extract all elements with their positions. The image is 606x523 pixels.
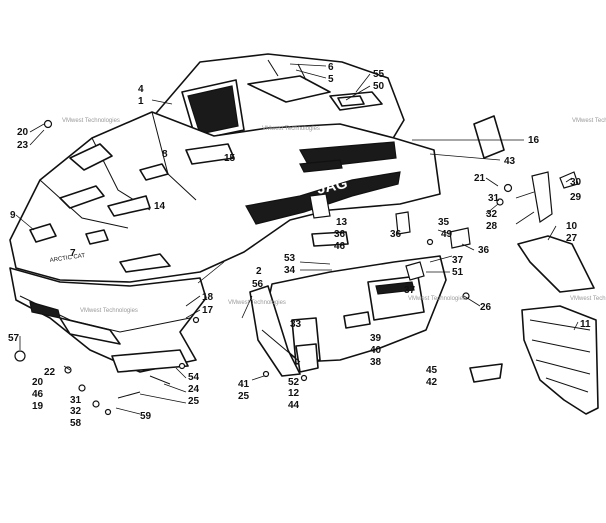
callout-28: 28 xyxy=(486,221,498,232)
callout-45: 45 xyxy=(426,365,438,376)
callout-31b: 31 xyxy=(70,395,82,406)
belly-pan-assembly xyxy=(9,267,207,373)
callout-50: 50 xyxy=(373,81,385,92)
dash-console-assembly xyxy=(151,53,405,143)
callout-2: 2 xyxy=(256,266,262,277)
callout-36c: 36 xyxy=(478,245,490,256)
callout-36: 36 xyxy=(334,229,346,240)
callout-32: 32 xyxy=(486,209,498,220)
callout-25b: 25 xyxy=(188,396,200,407)
callout-1: 1 xyxy=(138,96,144,107)
callout-12: 12 xyxy=(288,388,300,399)
callout-31: 31 xyxy=(488,193,500,204)
callout-58: 58 xyxy=(70,418,82,429)
callout-41: 41 xyxy=(238,379,250,390)
callout-59: 59 xyxy=(140,411,152,422)
callout-38: 38 xyxy=(370,357,382,368)
callout-54: 54 xyxy=(188,372,200,383)
callout-17: 17 xyxy=(202,305,214,316)
callout-11: 11 xyxy=(580,319,591,330)
callout-34: 34 xyxy=(284,265,296,276)
callout-35: 35 xyxy=(438,217,450,228)
callout-37: 37 xyxy=(452,255,464,266)
hood-shell: JAG ARCTIC CAT xyxy=(9,111,441,283)
callout-21: 21 xyxy=(474,173,486,184)
callout-14: 14 xyxy=(154,201,166,212)
callout-37b: 37 xyxy=(404,285,416,296)
callout-46: 46 xyxy=(334,241,346,252)
reflector-16 xyxy=(473,115,505,159)
callout-6: 6 xyxy=(328,62,334,73)
callout-24: 24 xyxy=(188,384,200,395)
watermarks: VMwest Technologies VMwest Technologies … xyxy=(62,118,606,314)
callout-19: 19 xyxy=(32,401,44,412)
watermark-text: VMwest Technologies xyxy=(570,296,606,302)
callout-32b: 32 xyxy=(70,406,82,417)
callout-30: 30 xyxy=(570,177,582,188)
callout-9: 9 xyxy=(10,210,16,221)
callout-20b: 20 xyxy=(32,377,44,388)
watermark-text: VMwest Technologies xyxy=(572,118,606,124)
callout-42: 42 xyxy=(426,377,438,388)
hood-logo-decal: JAG xyxy=(315,175,349,198)
flap-11 xyxy=(521,305,599,415)
callout-10: 10 xyxy=(566,221,578,232)
handle-27 xyxy=(517,235,595,293)
callout-57: 57 xyxy=(8,333,20,344)
loose-parts xyxy=(14,115,599,416)
callout-25: 25 xyxy=(238,391,250,402)
callout-16: 16 xyxy=(528,135,540,146)
front-badge-decal: ARCTIC CAT xyxy=(49,253,85,264)
leader-lines xyxy=(15,63,579,415)
callout-51: 51 xyxy=(452,267,464,278)
watermark-text: VMwest Technologies xyxy=(80,308,138,314)
callout-52: 52 xyxy=(288,377,300,388)
side-panel-assembly xyxy=(249,231,503,383)
callout-5: 5 xyxy=(328,74,334,85)
callout-29: 29 xyxy=(570,192,582,203)
callout-49: 49 xyxy=(441,229,453,240)
callout-18: 18 xyxy=(202,292,214,303)
callout-23: 23 xyxy=(17,140,29,151)
callout-55: 55 xyxy=(373,69,385,80)
callout-labels: 4 1 6 5 55 50 20 23 16 8 15 43 21 30 31 … xyxy=(8,62,591,429)
callout-40: 40 xyxy=(370,345,382,356)
callout-26: 26 xyxy=(480,302,492,313)
callout-56: 56 xyxy=(252,279,264,290)
callout-53: 53 xyxy=(284,253,296,264)
callout-7: 7 xyxy=(70,248,76,259)
watermark-text: VMwest Technologies xyxy=(408,296,466,302)
watermark-text: VMwest Technologies xyxy=(62,118,120,124)
callout-15: 15 xyxy=(224,153,236,164)
callout-20: 20 xyxy=(17,127,29,138)
callout-33: 33 xyxy=(290,319,302,330)
latch-28 xyxy=(531,171,553,224)
watermark-text: VMwest Technologies xyxy=(262,126,320,132)
callout-44: 44 xyxy=(288,400,300,411)
callout-27: 27 xyxy=(566,233,578,244)
callout-36b: 36 xyxy=(390,229,402,240)
watermark-text: VMwest Technologies xyxy=(228,300,286,306)
callout-39: 39 xyxy=(370,333,382,344)
callout-22: 22 xyxy=(44,367,56,378)
callout-13: 13 xyxy=(336,217,348,228)
callout-43: 43 xyxy=(504,156,516,167)
callout-8: 8 xyxy=(162,149,168,160)
callout-46b: 46 xyxy=(32,389,44,400)
callout-4: 4 xyxy=(138,84,144,95)
